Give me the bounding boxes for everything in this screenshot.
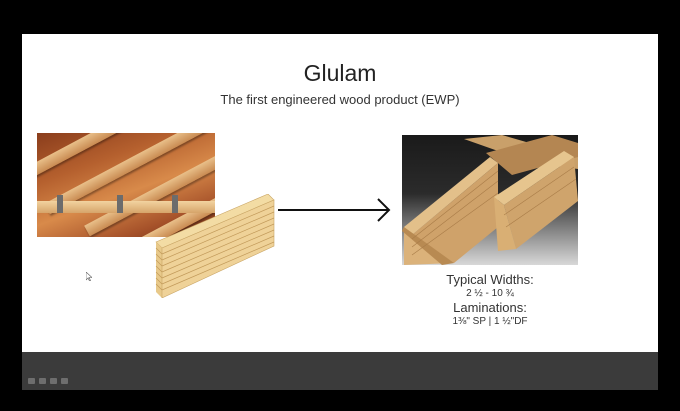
typical-widths-label: Typical Widths:: [446, 272, 534, 287]
presentation-slide: Glulam The first engineered wood product…: [22, 34, 658, 352]
presentation-toolbar: [22, 352, 658, 390]
arrow-right-icon: [278, 198, 391, 222]
laminations-label: Laminations:: [453, 300, 527, 315]
toolbar-controls: [28, 378, 68, 384]
toolbar-pen-icon[interactable]: [39, 378, 46, 384]
glulam-specifications: Typical Widths: 2 ½ - 10 ¾ Laminations: …: [402, 272, 578, 328]
toolbar-menu-icon[interactable]: [50, 378, 57, 384]
glulam-ceiling-photo: [37, 133, 215, 237]
glulam-beams-photo: [402, 135, 578, 265]
laminations-value: 1⅜" SP | 1 ½"DF: [452, 316, 528, 327]
slide-subtitle: The first engineered wood product (EWP): [220, 92, 460, 107]
glulam-block-illustration: [155, 194, 275, 298]
mouse-cursor-icon: [86, 272, 92, 281]
slide-title: Glulam: [303, 60, 377, 86]
toolbar-previous-icon[interactable]: [28, 378, 35, 384]
typical-widths-value: 2 ½ - 10 ¾: [466, 288, 514, 299]
toolbar-next-icon[interactable]: [61, 378, 68, 384]
